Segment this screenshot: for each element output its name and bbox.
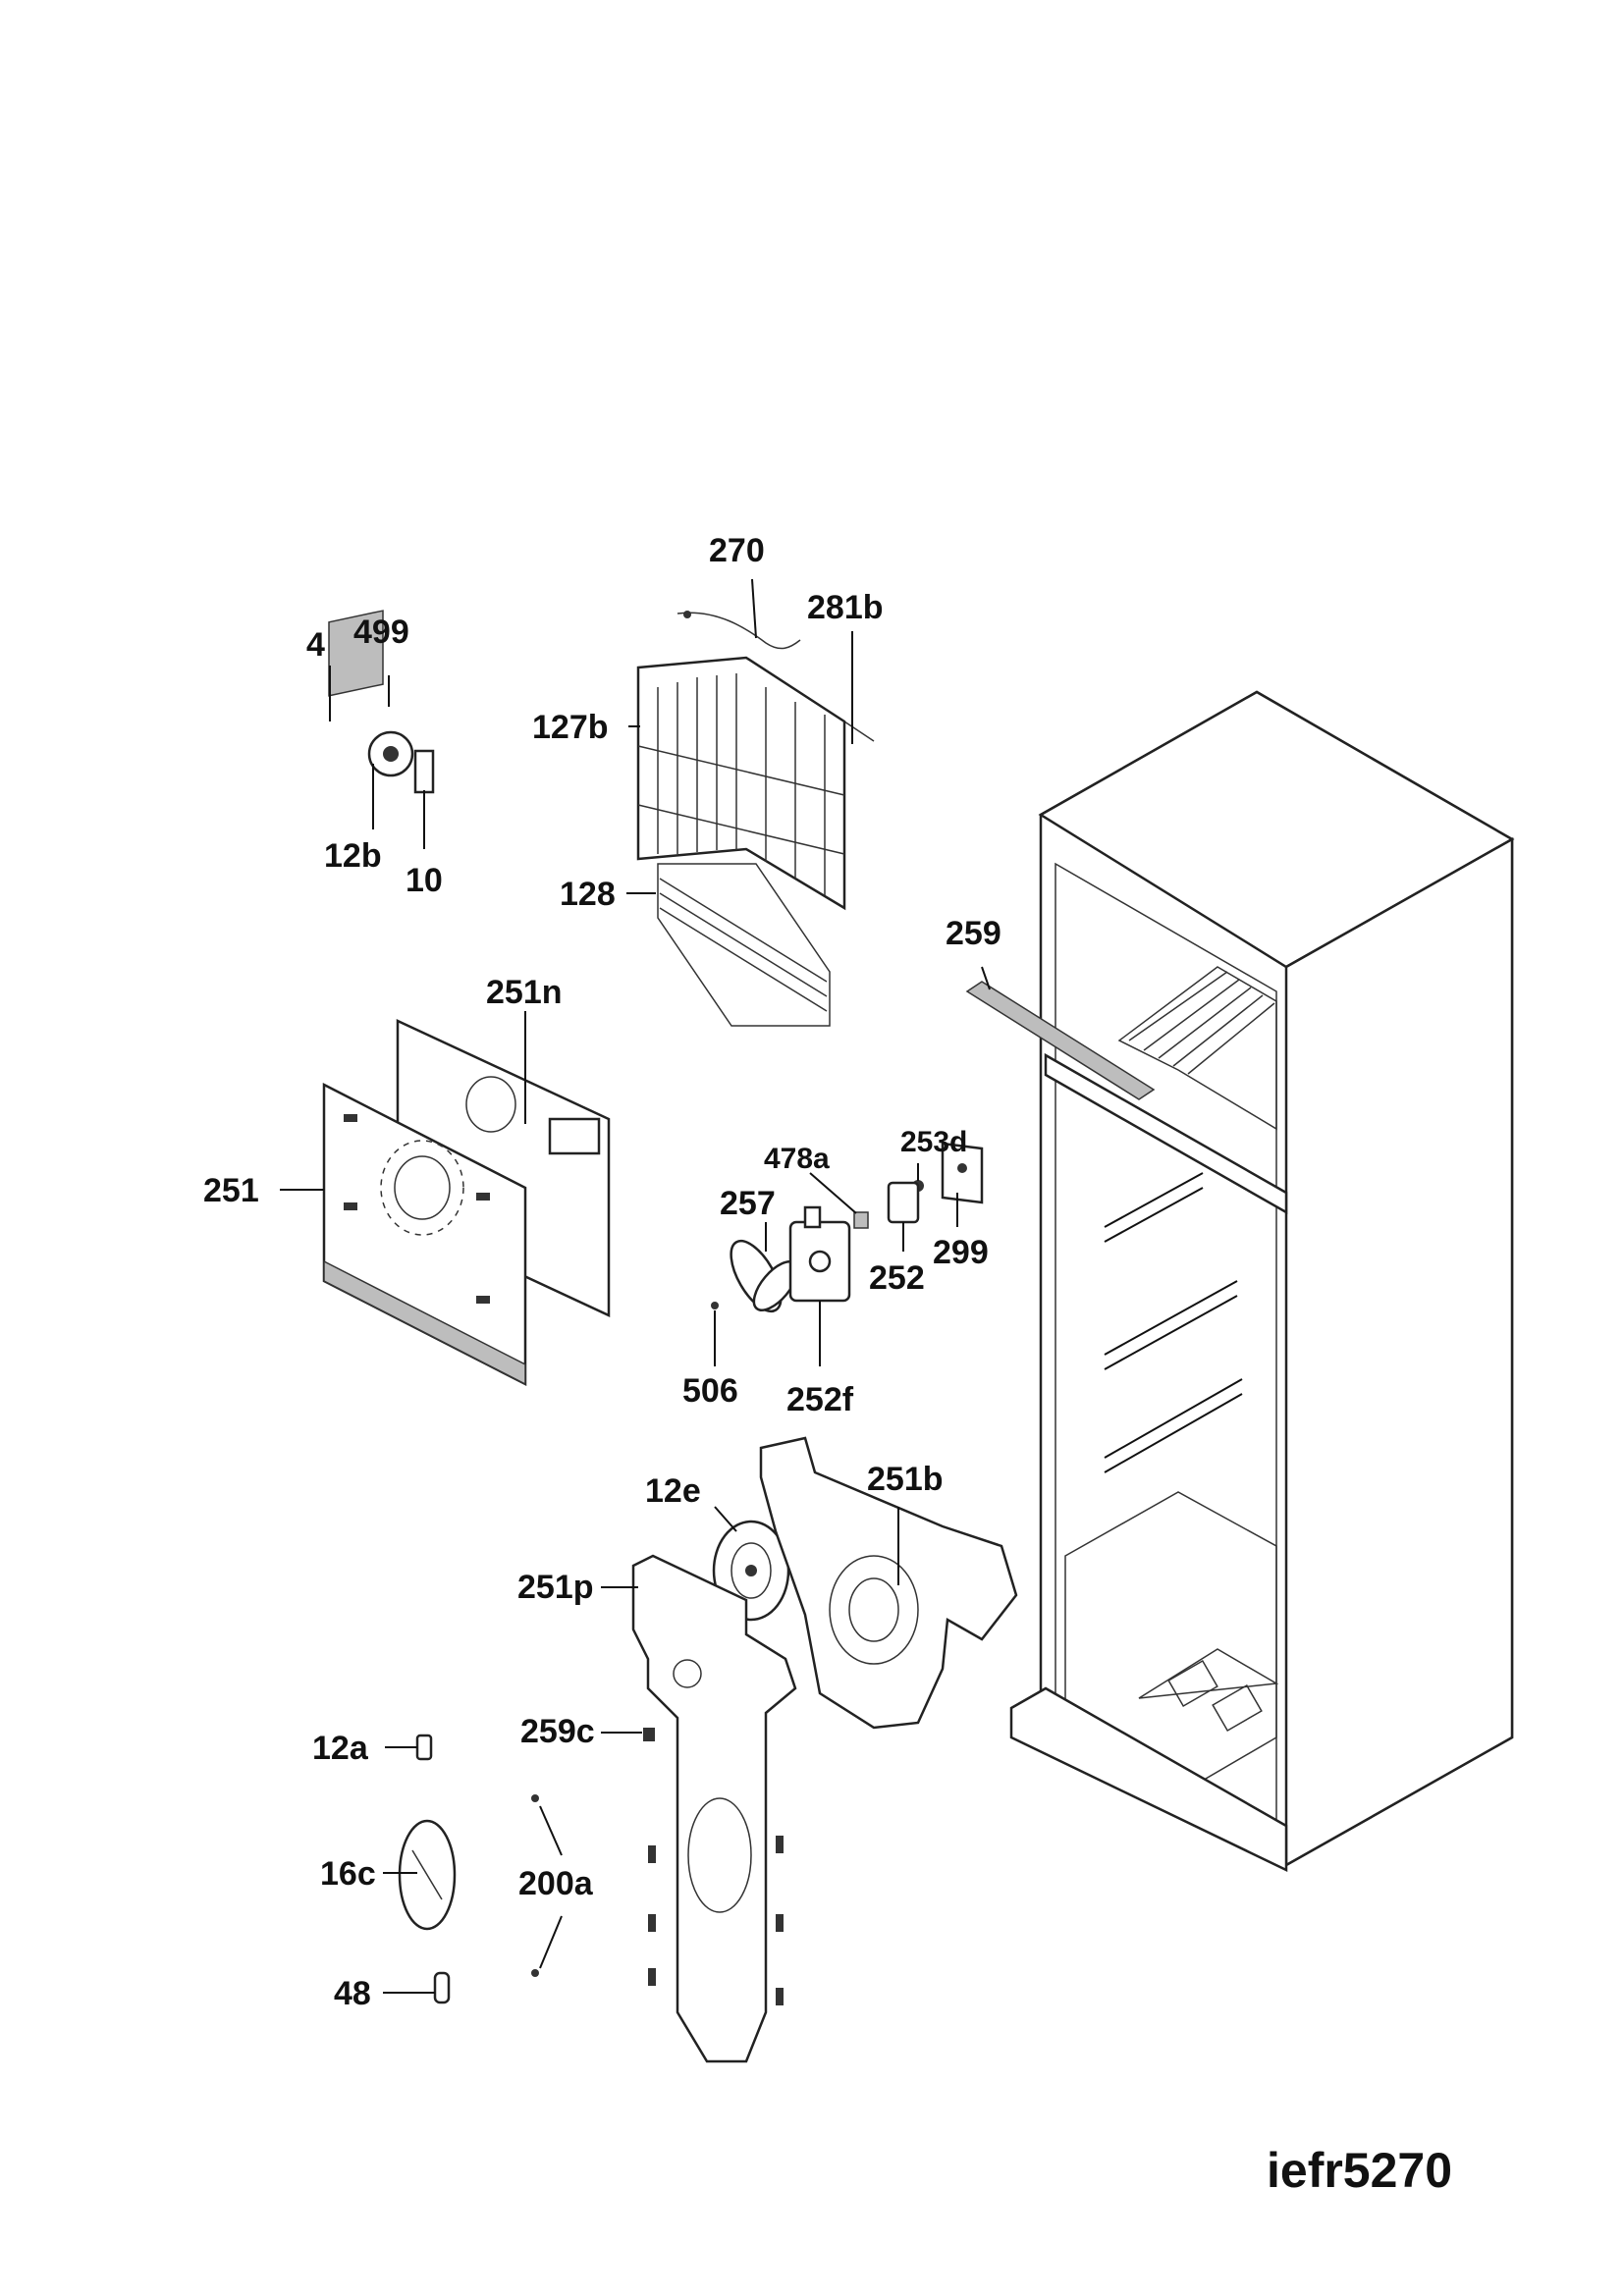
- label-499: 499: [353, 614, 409, 651]
- part-labels: 4 499 12b 10 270 281b 127b 128 259 251n …: [203, 532, 1001, 2012]
- label-12a: 12a: [312, 1730, 369, 1767]
- rail-259: [965, 966, 1156, 1100]
- label-200a: 200a: [518, 1865, 594, 1902]
- freezer-grille: [1117, 966, 1277, 1131]
- label-12e: 12e: [645, 1472, 701, 1510]
- label-253d: 253d: [900, 1126, 967, 1158]
- label-251n: 251n: [486, 974, 563, 1011]
- label-259: 259: [946, 915, 1001, 952]
- label-4: 4: [306, 626, 325, 664]
- label-12b: 12b: [324, 837, 382, 875]
- air-duct-251p: [601, 1554, 797, 2063]
- label-251p: 251p: [517, 1569, 594, 1606]
- label-252f: 252f: [786, 1381, 854, 1418]
- label-478a: 478a: [764, 1143, 830, 1175]
- label-251b: 251b: [867, 1461, 944, 1498]
- refrigerator-cabinet: [1009, 690, 1515, 1872]
- label-48: 48: [334, 1975, 371, 2012]
- label-299: 299: [933, 1234, 989, 1271]
- label-257: 257: [720, 1185, 776, 1222]
- label-128: 128: [560, 876, 616, 913]
- label-127b: 127b: [532, 709, 609, 746]
- small-parts: [383, 1728, 655, 2004]
- document-code: iefr5270: [1267, 2143, 1452, 2198]
- air-duct-251b: [759, 1436, 1018, 1730]
- label-506: 506: [682, 1372, 738, 1410]
- fan-motor-assembly: [711, 1142, 984, 1366]
- label-16c: 16c: [320, 1855, 376, 1893]
- fan-blade-257: [730, 1222, 799, 1313]
- label-259c: 259c: [520, 1713, 595, 1750]
- fan-cover-251: [280, 1082, 527, 1387]
- label-251: 251: [203, 1172, 259, 1209]
- label-10: 10: [406, 862, 443, 899]
- thermostat-assembly: [328, 610, 435, 849]
- evaporator-fins: [637, 673, 845, 895]
- evaporator-assembly: [626, 578, 875, 1027]
- label-270: 270: [709, 532, 765, 569]
- shelf-rails: [1104, 1172, 1243, 1473]
- label-252: 252: [869, 1259, 925, 1297]
- evaporator-heater-128: [657, 863, 831, 1027]
- label-281b: 281b: [807, 589, 884, 626]
